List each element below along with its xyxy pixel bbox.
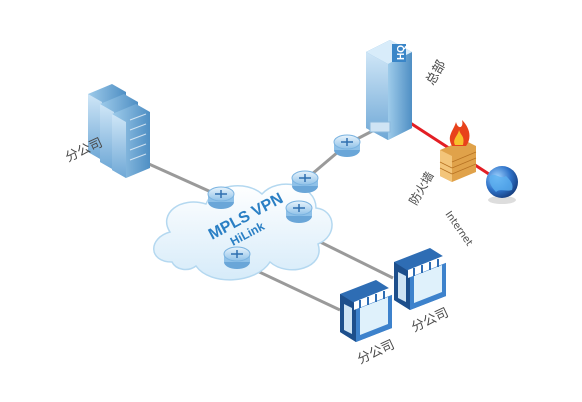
link-branch-topleft: [139, 158, 221, 198]
hq-label: 总部: [423, 58, 449, 88]
firewall-icon: [439, 120, 477, 182]
router-icon: [291, 170, 319, 193]
firewall-label: 防火墙: [406, 169, 437, 208]
internet-link: [397, 113, 496, 180]
internet-label: Internet: [443, 209, 475, 248]
router-icon: [285, 200, 313, 223]
router-icon: [223, 246, 251, 269]
router-icon: [333, 134, 361, 157]
branch-store-icon: [394, 248, 448, 310]
router-icon: [207, 186, 235, 209]
branch-store-icon: [340, 280, 394, 342]
hq-building-icon: [366, 40, 412, 140]
branch-office-building-icon: [88, 84, 150, 178]
branch-bottom-left-label: 分公司: [355, 338, 397, 368]
branch-bottom-right-label: 分公司: [409, 306, 451, 336]
hq-badge: HQ: [396, 45, 407, 60]
internet-globe-icon: [486, 166, 518, 204]
branch-top-left-label: 分公司: [63, 136, 105, 166]
